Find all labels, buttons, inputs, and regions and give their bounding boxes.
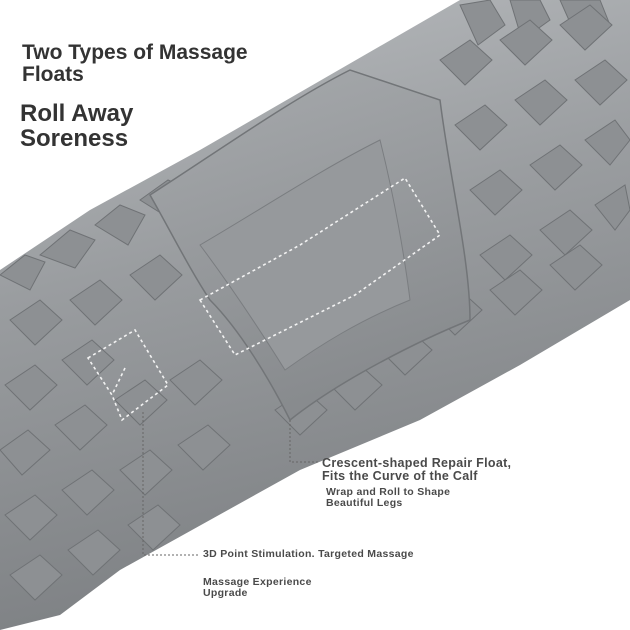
headline-roll-away: Roll Away Soreness bbox=[20, 100, 134, 152]
crescent-ridge bbox=[199, 139, 411, 371]
dashed-outlines bbox=[86, 176, 442, 422]
callout-crescent-float: Crescent-shaped Repair Float, Fits the C… bbox=[322, 456, 512, 483]
callout-3d-point: 3D Point Stimulation. Targeted Massage bbox=[203, 548, 414, 560]
callout-wrap-roll: Wrap and Roll to Shape Beautiful Legs bbox=[326, 486, 451, 509]
headline-massage-floats: Two Types of Massage Floats bbox=[22, 41, 248, 86]
callout-massage-experience: Massage Experience Upgrade bbox=[203, 576, 312, 599]
leader-lines bbox=[142, 412, 318, 556]
